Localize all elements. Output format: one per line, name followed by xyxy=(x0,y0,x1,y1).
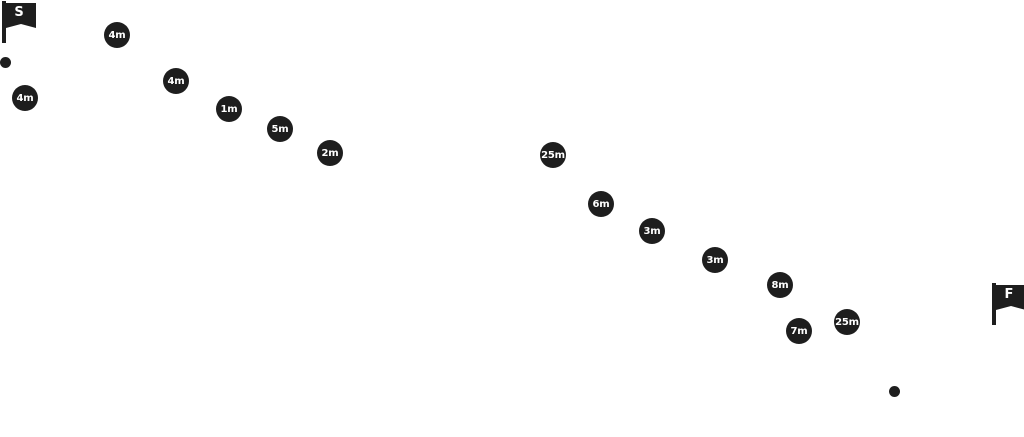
start-flag-label: S xyxy=(14,5,24,20)
distance-marker: 6m xyxy=(588,191,614,217)
distance-marker: 3m xyxy=(639,218,665,244)
distance-marker: 4m xyxy=(163,68,189,94)
distance-marker: 25m xyxy=(834,309,860,335)
flag-icon xyxy=(6,3,36,28)
flag-pole xyxy=(2,1,6,43)
distance-marker: 1m xyxy=(216,96,242,122)
start-flag: S xyxy=(2,1,36,43)
finish-flag-label: F xyxy=(1004,287,1014,302)
flag-pole xyxy=(992,283,996,325)
distance-marker: 25m xyxy=(540,142,566,168)
finish-point xyxy=(889,386,900,397)
distance-marker: 2m xyxy=(317,140,343,166)
flag-icon xyxy=(996,285,1024,310)
distance-marker: 4m xyxy=(12,85,38,111)
distance-marker: 5m xyxy=(267,116,293,142)
distance-marker: 3m xyxy=(702,247,728,273)
finish-flag: F xyxy=(992,283,1024,325)
distance-marker: 7m xyxy=(786,318,812,344)
distance-marker: 8m xyxy=(767,272,793,298)
start-point xyxy=(0,57,11,68)
distance-marker: 4m xyxy=(104,22,130,48)
